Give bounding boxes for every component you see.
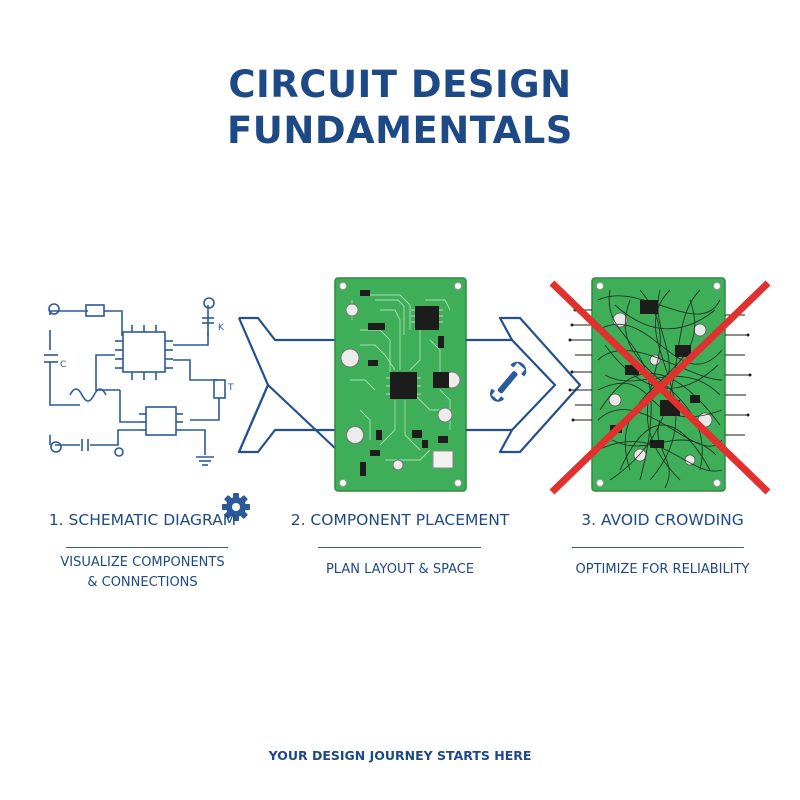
step-2-desc-line-1: PLAN LAYOUT & SPACE (325, 562, 475, 577)
terminal-symbol (114, 447, 124, 457)
title-line-2: FUNDAMENTALS (227, 109, 573, 152)
step-2-description: PLAN LAYOUT & SPACE (270, 560, 530, 580)
gear-icon (222, 493, 250, 521)
footer-tagline: YOUR DESIGN JOURNEY STARTS HERE (268, 748, 532, 763)
step-1-desc-line-1: VISUALIZE COMPONENTS (60, 555, 225, 570)
step-3-title: 3. AVOID CROWDING (581, 511, 744, 529)
schematic-label-t: T (227, 383, 234, 393)
step-1-title: 1. SCHEMATIC DIAGRAM (48, 511, 237, 529)
terminal-symbol (48, 303, 60, 315)
step-3-description: OPTIMIZE FOR RELIABILITY (540, 560, 785, 580)
schematic-label-c: C (60, 360, 66, 370)
step-1-divider (66, 547, 228, 548)
resistor-symbol (85, 304, 105, 317)
page-title: CIRCUIT DESIGN FUNDAMENTALS (0, 62, 800, 154)
resistor-symbol (213, 379, 226, 399)
x-mark-icon (549, 280, 771, 495)
title-line-1: CIRCUIT DESIGN (228, 63, 572, 106)
schematic-label-k: K (218, 323, 225, 333)
step-2-title: 2. COMPONENT PLACEMENT (290, 511, 510, 529)
step-3-divider (572, 547, 744, 548)
wrench-icon (490, 361, 527, 402)
ic-chip-2 (145, 406, 177, 436)
terminal-symbol (203, 297, 215, 309)
terminal-symbol (50, 441, 62, 453)
step-3-desc-line-1: OPTIMIZE FOR RELIABILITY (575, 562, 750, 577)
step-1-description: VISUALIZE COMPONENTS & CONNECTIONS (20, 553, 265, 593)
schematic-diagram (44, 297, 226, 466)
step-1-desc-line-2: & CONNECTIONS (87, 575, 198, 590)
arrow-right-2 (466, 316, 582, 454)
pcb-board-organized (334, 277, 467, 492)
ic-chip-1 (122, 331, 166, 373)
step-2-divider (318, 547, 481, 548)
arrow-right-1 (237, 316, 339, 454)
